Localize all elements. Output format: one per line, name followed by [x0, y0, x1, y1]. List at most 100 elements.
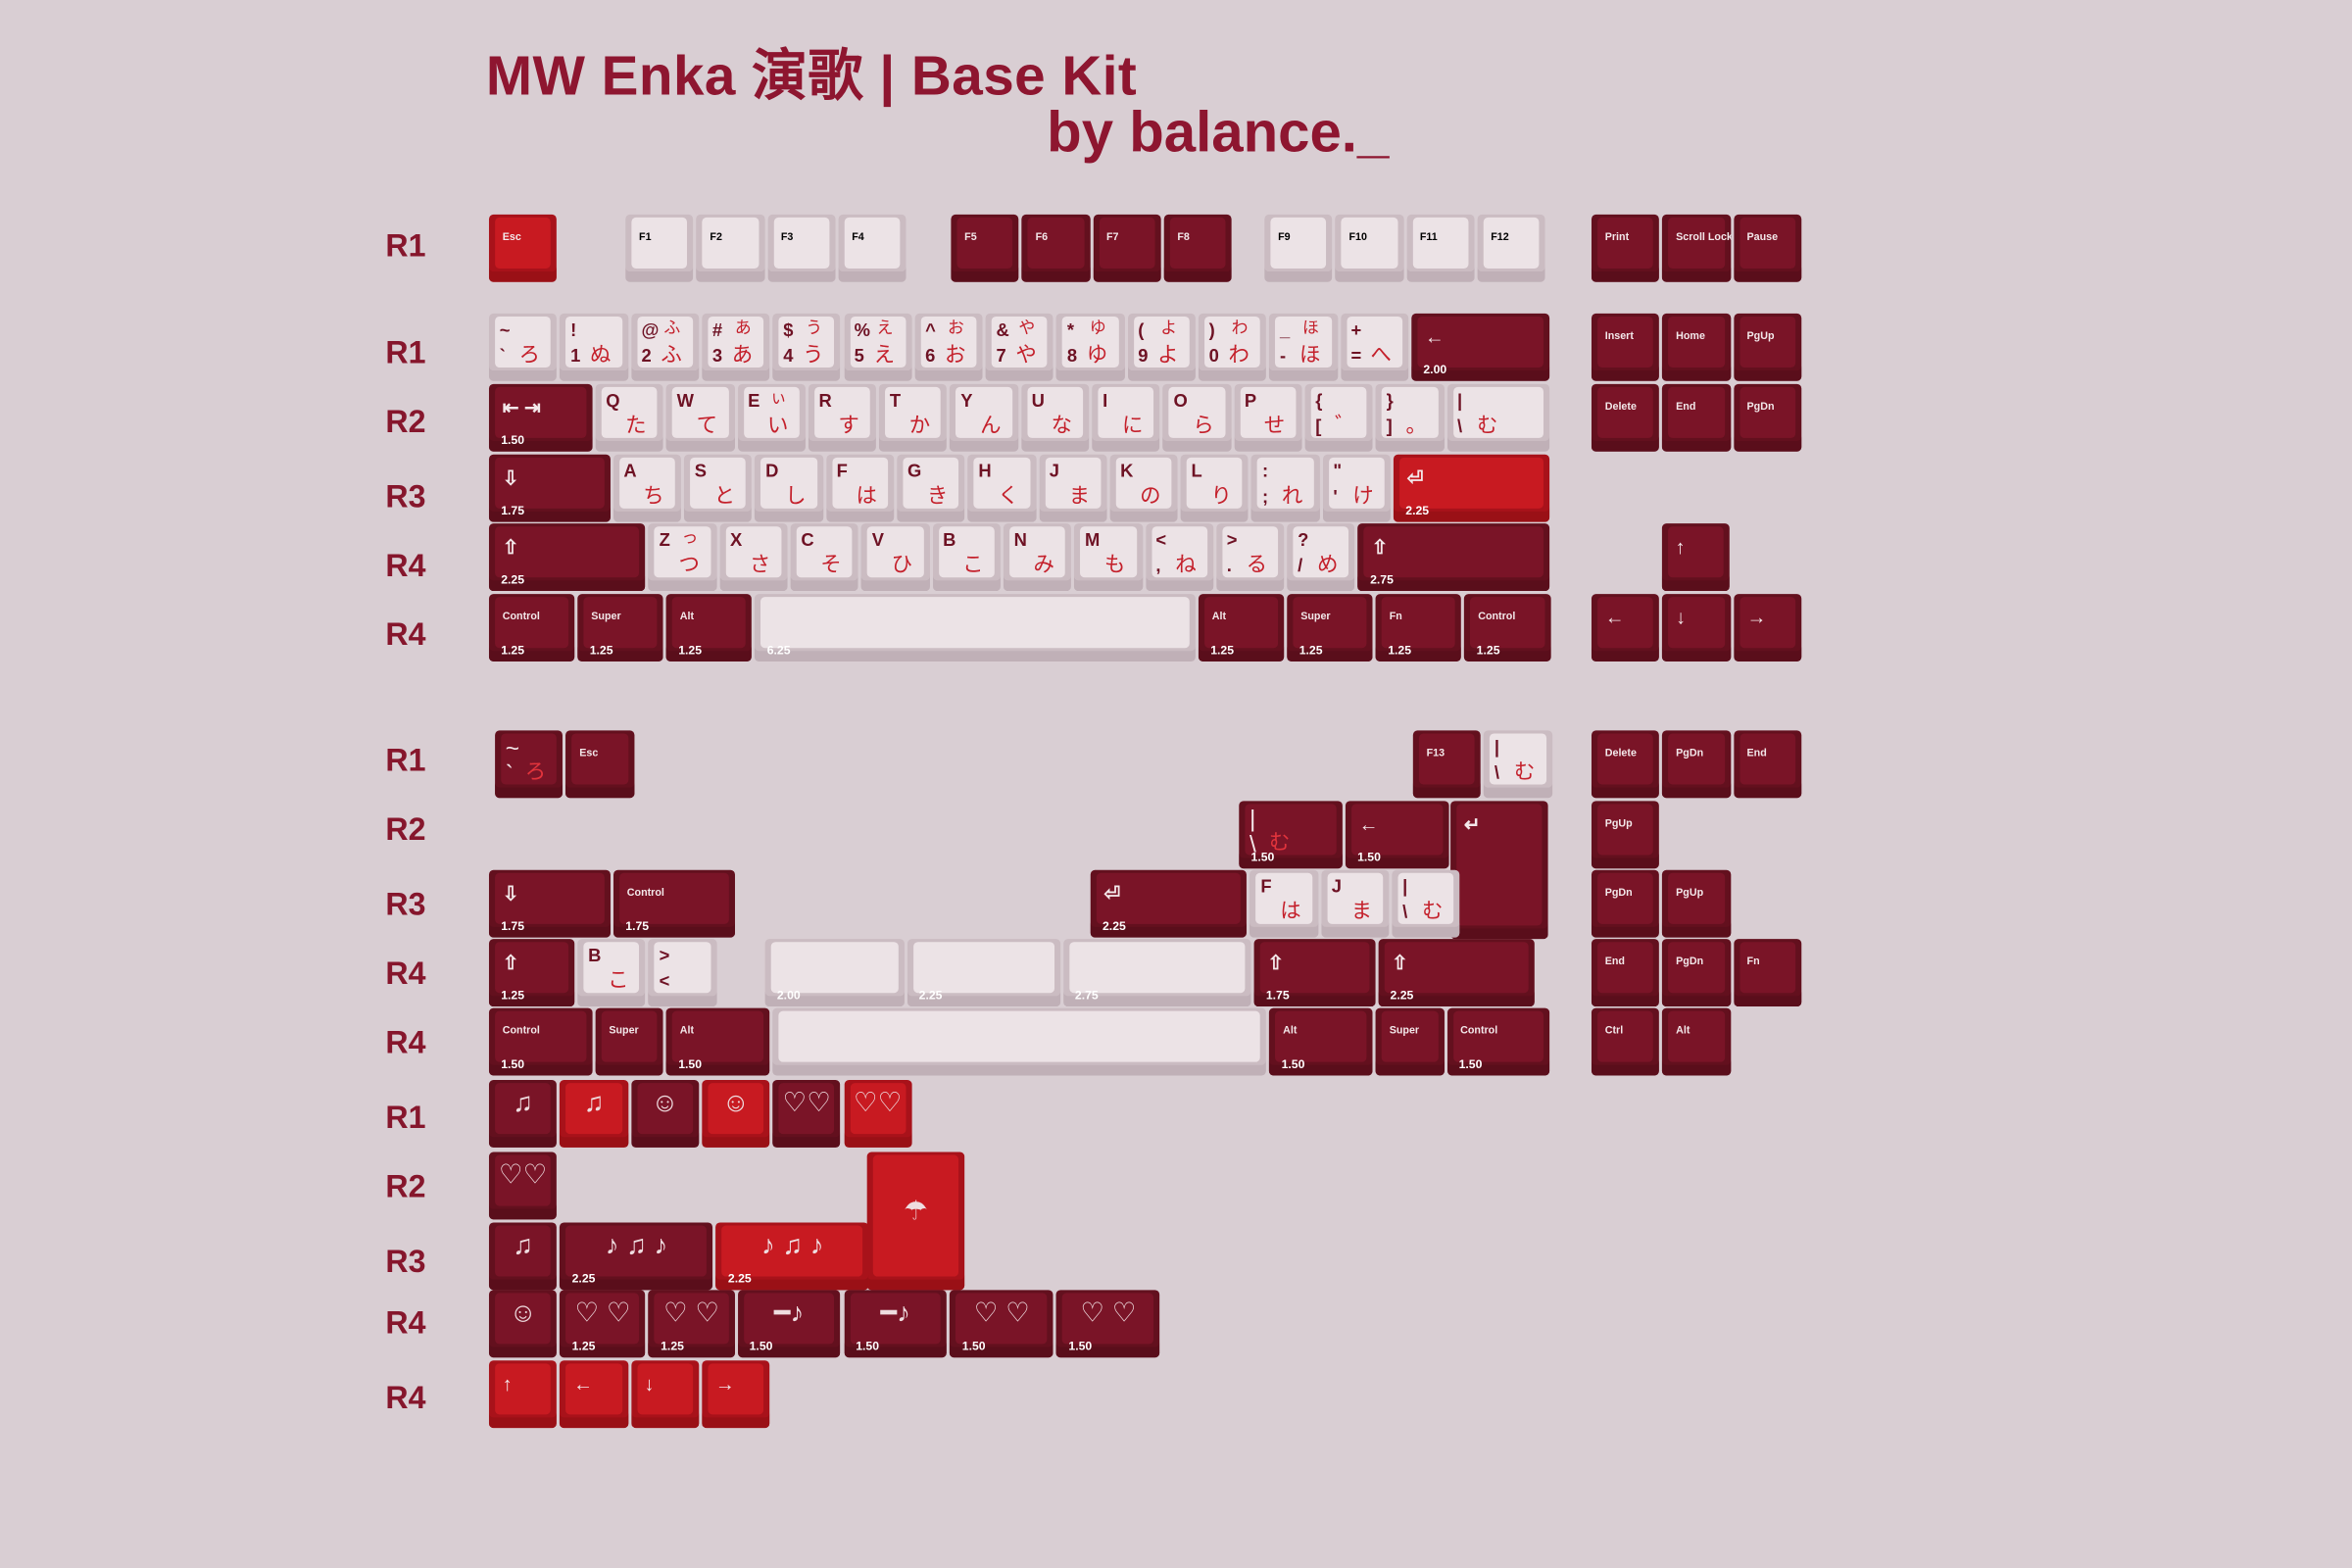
main-key-f11-light: F11 [1406, 214, 1475, 282]
novelties-key-hearts-red: ♡♡ [843, 1080, 912, 1148]
legend-kana: の [1140, 482, 1161, 508]
row-profile-label: R4 [385, 617, 426, 653]
legend-kana: と [713, 482, 736, 508]
keycap-top-face [1597, 386, 1654, 438]
keycap-top-face [813, 386, 870, 438]
key-size-label: 2.25 [918, 988, 943, 1003]
extras-key-symbol-dark: ⏎2.25 [1090, 869, 1248, 938]
row-profile-label: R1 [385, 229, 426, 265]
legend-label: Super [1389, 1025, 1420, 1037]
main-key-f8-dark: F8 [1163, 214, 1232, 282]
key-size-label: 1.25 [501, 988, 525, 1003]
extras-key-delete-dark: Delete [1591, 730, 1660, 799]
legend-secondary: 0 [1208, 345, 1219, 367]
legend-primary: G [906, 460, 922, 482]
keycap-top-face [1668, 872, 1725, 924]
legend-kana: は [856, 482, 877, 508]
legend-primary: D [765, 460, 779, 482]
legend-kana: く [998, 482, 1019, 508]
novelties-key-hearts-dark: ♡♡ [488, 1152, 558, 1220]
legend-secondary: 7 [996, 345, 1006, 367]
keycap-top-face [991, 316, 1048, 368]
keycap-top-face [1668, 597, 1725, 649]
novelties-key-umbrella-red: ☂ [866, 1152, 965, 1290]
fans-icon: ♡ ♡ [574, 1297, 631, 1328]
legend-secondary: ` [505, 761, 514, 788]
legend-label: PgDn [1604, 888, 1633, 899]
keycap-top-face [654, 942, 711, 994]
legend-kana: ほ [1298, 341, 1321, 367]
extras-key-f13-dark: F13 [1412, 730, 1482, 799]
keycap-top-face [1739, 597, 1795, 649]
key-size-label: 2.25 [571, 1271, 596, 1286]
arrow-icon: ⇧ [1371, 535, 1389, 559]
keycap-top-face [1363, 526, 1544, 578]
legend-kana-shifted: っ [681, 529, 699, 548]
legend-kana: ま [1350, 898, 1373, 923]
key-size-label: 1.25 [678, 643, 703, 658]
main-key-f12-light: F12 [1477, 214, 1545, 282]
legend-kana: 。 [1405, 412, 1427, 437]
legend-primary: J [1331, 875, 1342, 898]
legend-primary: O [1173, 389, 1188, 412]
legend-primary: L [1191, 460, 1202, 482]
keycap-top-face [1068, 942, 1246, 994]
main-key-symbol-dark: ⇧2.25 [488, 523, 646, 592]
main-key-end-dark: End [1662, 383, 1731, 452]
keycap-top-face [495, 1363, 552, 1415]
legend-label: F5 [964, 232, 977, 243]
legend-primary: ) [1208, 319, 1215, 341]
legend-secondary: / [1298, 555, 1303, 576]
legend-secondary: \ [1402, 901, 1408, 923]
novelties-key-symbol-red: ↑ [488, 1360, 558, 1429]
legend-kana-shifted: ほ [1302, 319, 1319, 338]
novelties-key-hearts-dark: ♡♡ [772, 1080, 841, 1148]
legend-primary: & [996, 319, 1009, 341]
legend-kana: ら [1193, 412, 1214, 437]
extras-key-end-dark: End [1733, 730, 1802, 799]
cupid-icon: ♪ ♫ ♪ [605, 1230, 668, 1260]
keycap-top-face [1597, 316, 1654, 368]
keycap-top-face [619, 872, 729, 924]
legend-kana: む [1268, 829, 1291, 854]
legend-kana: せ [1263, 412, 1286, 437]
keycap-top-face [912, 942, 1054, 994]
fans-icon: ♡ ♡ [973, 1297, 1030, 1328]
keycap-top-face [501, 733, 558, 785]
legend-kana: ひ [891, 552, 913, 576]
keycap-top-face [702, 217, 759, 269]
legend-label: Esc [579, 748, 599, 760]
extras-key-symbol-dark: ↵ [1450, 801, 1548, 939]
keycap-top-face [1204, 597, 1279, 649]
keycap-top-face [1668, 386, 1725, 438]
legend-primary: F [836, 460, 848, 482]
legend-kana: む [1513, 759, 1536, 783]
legend-kana: れ [1281, 482, 1303, 508]
main-key-pgdn-dark: PgDn [1733, 383, 1802, 452]
legend-label: PgUp [1676, 888, 1704, 899]
legend-label: Alt [1283, 1025, 1298, 1037]
novelties-key-fans-dark: ♡ ♡1.50 [1056, 1290, 1160, 1358]
legend-primary: ! [570, 319, 577, 341]
legend-kana: た [625, 412, 647, 437]
legend-primary: $ [783, 319, 794, 341]
legend-label: PgDn [1676, 956, 1704, 968]
keycap-top-face [920, 316, 977, 368]
legend-primary: U [1031, 389, 1045, 412]
main-key-f7-dark: F7 [1093, 214, 1161, 282]
keycap-top-face [618, 457, 675, 509]
legend-primary: | [1402, 875, 1408, 898]
arrow-icon: ← [1358, 812, 1379, 836]
legend-secondary: \ [1494, 761, 1500, 783]
